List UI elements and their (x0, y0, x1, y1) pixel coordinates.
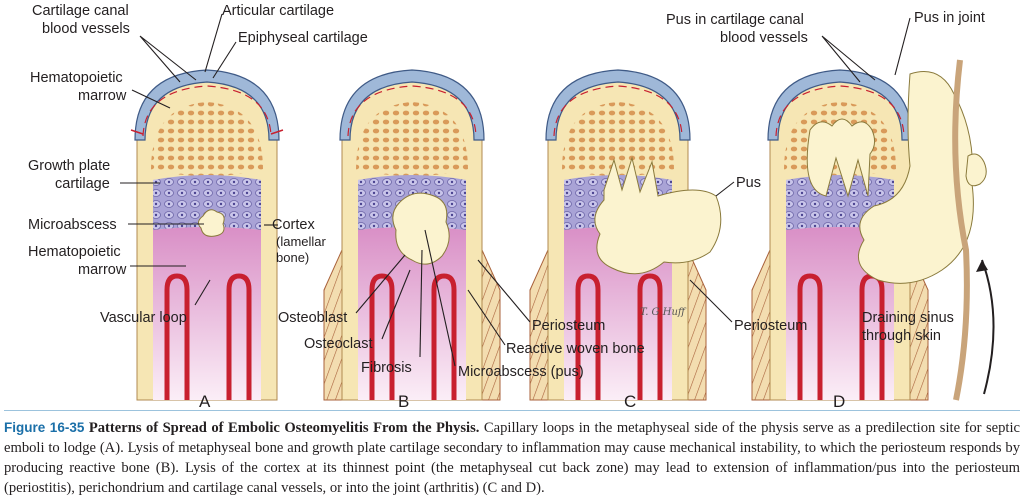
panel-letter-d: D (833, 392, 845, 410)
label-vascular-loop: Vascular loop (100, 310, 187, 326)
label-microabscess: Microabscess (28, 217, 117, 233)
artist-signature: T. G Huff (640, 307, 687, 318)
label-osteoclast: Osteoclast (304, 336, 373, 352)
label-pus: Pus (736, 175, 761, 191)
label-periosteum-c: Periosteum (734, 318, 807, 334)
label-pus-in-joint: Pus in joint (914, 10, 985, 26)
figure-caption-body: Capillary loops in the metaphyseal side … (4, 420, 1021, 496)
label-articular-cartilage: Articular cartilage (222, 3, 334, 19)
panel-b-bone (323, 69, 501, 400)
leader-lines (120, 13, 911, 367)
label-epiphyseal-cartilage: Epiphyseal cartilage (238, 30, 368, 46)
panel-letter-b: B (398, 392, 409, 410)
panel-d-bone (751, 59, 995, 400)
label-osteoblast: Osteoblast (278, 310, 347, 326)
figure-caption: Figure 16-35 Patterns of Spread of Embol… (4, 410, 1021, 498)
figure-title: Patterns of Spread of Embolic Osteomyeli… (88, 420, 480, 436)
figure-number: Figure 16-35 (4, 420, 85, 435)
panel-letter-a: A (199, 392, 211, 410)
panel-a-bone (130, 69, 284, 400)
panel-c-bone (529, 69, 722, 400)
panel-letter-c: C (624, 392, 636, 410)
label-periosteum-b: Periosteum (532, 318, 605, 334)
label-fibrosis: Fibrosis (361, 360, 412, 376)
label-reactive-woven-bone: Reactive woven bone (506, 341, 645, 357)
caption-divider (4, 410, 1020, 411)
label-microabscess-pus: Microabscess (pus) (458, 364, 584, 380)
